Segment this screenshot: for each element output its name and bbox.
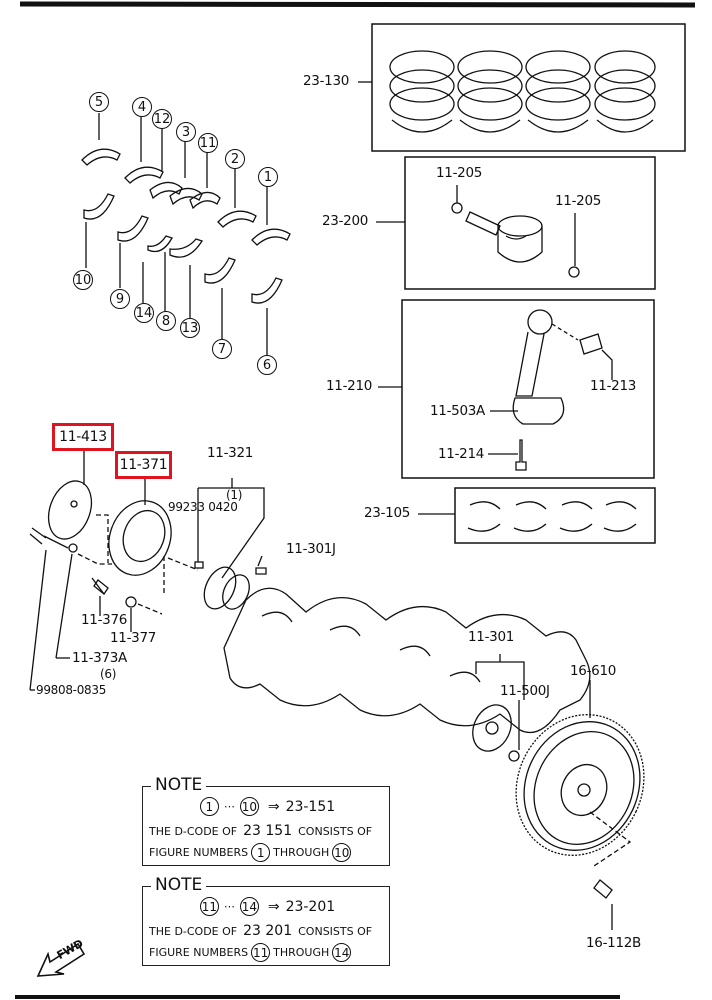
label-flywheel-bolt: 16-112B	[586, 935, 641, 951]
figure-number-12: 12	[152, 109, 172, 129]
note-2-line3-prefix: FIGURE NUMBERS	[149, 946, 249, 959]
note-2-line2-suffix: CONSISTS OF	[298, 924, 373, 938]
note-2-arrow: ⇒	[267, 898, 280, 915]
label-pilot-bearing: 11-500J	[500, 683, 550, 699]
label-connecting-rod: 11-210	[326, 378, 373, 394]
figure-number-7: 7	[212, 339, 232, 359]
figure-number-8: 8	[156, 311, 176, 331]
timing-gear-group	[194, 478, 267, 610]
highlight-pulley-plate: 11-413	[52, 423, 114, 451]
fwd-arrow-icon	[36, 942, 86, 977]
note-1-to-figure: 10	[239, 797, 259, 816]
label-piston-pin-clip-left: 11-205	[436, 165, 483, 181]
note-2-line-2: THE D-CODE OF 23 201 CONSISTS OF	[143, 923, 389, 939]
label-flywheel: 16-610	[570, 663, 617, 679]
piston-ring-set	[389, 50, 656, 133]
note-1-arrow: ⇒	[267, 798, 280, 815]
label-bolt: 99808-0835	[36, 683, 107, 697]
label-crank-pulley: 11-371	[119, 457, 168, 473]
note-2-range-row: 11 ⋯ 14 ⇒ 23-201	[199, 897, 336, 916]
piston-rings-group	[358, 23, 686, 152]
note-1-line-3: FIGURE NUMBERS 1 THROUGH 10	[143, 843, 389, 862]
note-1-code: 23-151	[285, 798, 336, 815]
note-1-line-2: THE D-CODE OF 23 151 CONSISTS OF	[143, 823, 389, 839]
rod-bearings-group	[418, 487, 656, 544]
label-woodruff-key: 11-301J	[286, 541, 336, 557]
label-piston-pin-clip-right: 11-205	[555, 193, 602, 209]
label-rod-bearings: 23-105	[364, 505, 411, 521]
connecting-rod-group	[378, 299, 655, 479]
label-rod-bolt: 11-214	[438, 446, 485, 462]
note-2-line2-code: 23 201	[243, 923, 293, 939]
note-box-2: NOTE 11 ⋯ 14 ⇒ 23-201 THE D-CODE OF 23 2…	[142, 877, 390, 966]
note-1-line2-code: 23 151	[243, 823, 293, 839]
label-rod-nut: 11-503A	[430, 403, 485, 419]
note-2-line3-mid: THROUGH	[273, 946, 330, 959]
note-1-line3-mid: THROUGH	[273, 846, 330, 859]
label-pulley-plate: 11-413	[59, 429, 107, 445]
note-2-line-3: FIGURE NUMBERS 11 THROUGH 14	[143, 943, 389, 962]
note-1-range-row: 1 ⋯ 10 ⇒ 23-151	[143, 797, 389, 816]
note-2-line2-prefix: THE D-CODE OF	[149, 924, 238, 938]
note-1-from-figure: 1	[199, 797, 219, 816]
pulley-group	[29, 450, 199, 691]
figure-number-5: 5	[89, 92, 109, 112]
top-border-rule	[19, 1, 696, 8]
figure-number-14: 14	[134, 303, 154, 323]
crankshaft	[223, 587, 591, 762]
label-timing-gear: 11-321	[207, 445, 254, 461]
highlight-crank-pulley: 11-371	[115, 451, 172, 479]
main-bearing-leaders	[85, 113, 268, 355]
figure-number-6: 6	[257, 355, 277, 375]
note-2-from-figure: 11	[199, 897, 219, 916]
figure-number-10: 10	[73, 270, 93, 290]
figure-number-13: 13	[180, 318, 200, 338]
figure-number-2: 2	[225, 149, 245, 169]
label-piston-rings: 23-130	[303, 73, 350, 89]
note-1-line3-from: 1	[251, 843, 271, 862]
label-key: 99233 0420	[168, 500, 238, 514]
note-1-line2-prefix: THE D-CODE OF	[149, 824, 238, 838]
piston-group	[376, 156, 656, 290]
main-bearing-shells	[81, 148, 291, 304]
note-1-line3-to: 10	[332, 843, 352, 862]
note-2-title: NOTE	[151, 877, 207, 894]
label-washer-qty: (6)	[100, 667, 117, 681]
label-pulley-washer: 11-377	[110, 630, 157, 646]
note-2-to-figure: 14	[239, 897, 259, 916]
note-2-line3-to: 14	[332, 943, 352, 962]
figure-number-4: 4	[132, 97, 152, 117]
note-1-line3-prefix: FIGURE NUMBERS	[149, 846, 249, 859]
label-key-qty: (1)	[226, 488, 243, 502]
note-2-code: 23-201	[285, 898, 336, 915]
label-pulley-bolt: 11-376	[81, 612, 128, 628]
label-crankshaft: 11-301	[468, 629, 515, 645]
note-1-title: NOTE	[151, 777, 207, 794]
flywheel-group	[515, 680, 645, 930]
label-rod-bushing: 11-213	[590, 378, 637, 394]
label-piston: 23-200	[322, 213, 369, 229]
note-2-line3-from: 11	[251, 943, 271, 962]
note-box-1: NOTE 1 ⋯ 10 ⇒ 23-151 THE D-CODE OF 23 15…	[142, 777, 390, 866]
figure-number-3: 3	[176, 122, 196, 142]
label-washer: 11-373A	[72, 650, 127, 666]
figure-number-11: 11	[198, 133, 218, 153]
figure-number-1: 1	[258, 167, 278, 187]
note-1-line2-suffix: CONSISTS OF	[298, 824, 373, 838]
figure-number-9: 9	[110, 289, 130, 309]
